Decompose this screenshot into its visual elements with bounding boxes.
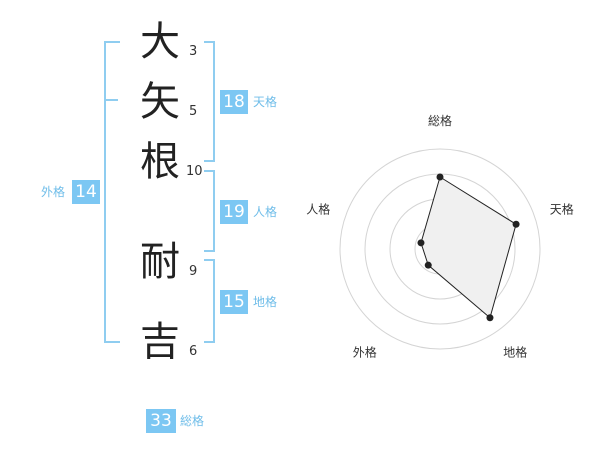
jinkaku-bracket [204,170,215,252]
chikaku-bracket [204,259,215,343]
name-char-2: 矢 [140,79,180,125]
name-char-5: 吉 [140,319,180,365]
stroke-count-5: 6 [189,344,198,359]
radar-point-3 [486,314,494,322]
soukaku-label: 総格 [180,414,205,428]
stroke-count-2: 5 [189,104,198,119]
radar-point-1 [436,173,444,181]
gaikaku-label: 外格 [41,185,66,199]
tenkaku-bracket [204,41,215,162]
gaikaku-bracket-tick [106,99,118,101]
name-char-4: 耐 [140,239,180,285]
jinkaku-label: 人格 [253,205,278,219]
stroke-count-3: 10 [186,164,203,179]
radar-axis-label-4: 外格 [353,345,377,360]
chikaku-badge: 15 [220,290,248,314]
radar-axis-label-5: 人格 [306,201,330,216]
radar-axis-label-2: 天格 [550,201,574,216]
tenkaku-badge: 18 [220,90,248,114]
name-char-3: 根 [140,139,180,185]
soukaku-badge: 33 [146,409,176,433]
radar-polygon [420,176,517,319]
stroke-count-1: 3 [189,44,198,59]
chikaku-label: 地格 [253,295,278,309]
radar-point-4 [424,261,432,269]
radar-axis-label-1: 総格 [428,113,452,128]
stroke-count-4: 9 [189,264,198,279]
radar-point-5 [417,239,425,247]
radar-point-2 [512,220,520,228]
radar-axis-label-3: 地格 [503,345,527,360]
gaikaku-badge: 14 [72,180,100,204]
tenkaku-label: 天格 [253,95,278,109]
gaikaku-bracket [104,41,120,343]
radar-ring-4 [339,148,541,350]
jinkaku-badge: 19 [220,200,248,224]
name-char-1: 大 [140,19,180,65]
